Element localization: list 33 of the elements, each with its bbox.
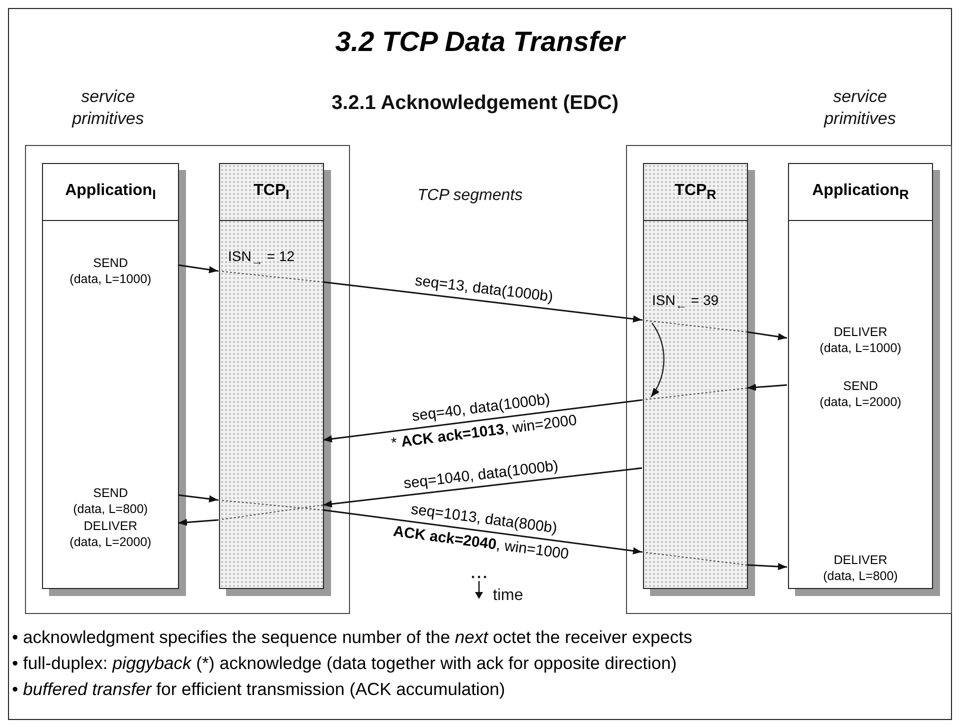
isn-text: ISN$_{←}$ = 39 bbox=[652, 292, 719, 312]
arrow bbox=[178, 494, 218, 502]
column-heading: Application$_{R}$ bbox=[811, 182, 910, 202]
primitive-text: SEND (data, L=1000) bbox=[68, 255, 152, 288]
column-caption: TCP segments bbox=[416, 186, 524, 206]
primitive-text: DELIVER (data, L=2000) bbox=[68, 518, 152, 550]
column-heading: Application$_{I}$ bbox=[64, 182, 157, 202]
isn-text: ISN$_{→}$ = 12 bbox=[228, 248, 295, 268]
arrow bbox=[178, 264, 218, 274]
column-caption: service primitives bbox=[70, 86, 145, 130]
arrow bbox=[746, 384, 788, 391]
column-caption: service primitives bbox=[822, 86, 897, 130]
bullet-note: • buffered transfer for efficient transmission (ACK accumulation) bbox=[12, 678, 506, 701]
frame-box bbox=[626, 145, 952, 614]
arrow bbox=[322, 399, 642, 442]
arrow bbox=[322, 509, 642, 554]
frame-box bbox=[25, 145, 350, 614]
primitive-text: DELIVER (data, L=1000) bbox=[818, 324, 902, 356]
bullet-note: • full-duplex: piggyback (*) acknowledge (data together with ack for opposite direction) bbox=[12, 652, 678, 675]
arrow bbox=[322, 281, 642, 322]
bullet-note: • acknowledgment specifies the sequence number of the next octet the receiver expects bbox=[12, 626, 692, 649]
primitive-text: SEND (data, L=800) bbox=[72, 485, 149, 518]
arrow bbox=[322, 467, 642, 508]
subtitle: 3.2.1 Acknowledgement (EDC) bbox=[330, 91, 620, 116]
primitive-text: DELIVER (data, L=800) bbox=[822, 552, 899, 584]
arrow bbox=[746, 562, 788, 570]
arrow bbox=[178, 518, 218, 526]
time-label: time bbox=[492, 586, 524, 606]
arrow bbox=[746, 331, 788, 340]
title: 3.2 TCP Data Transfer bbox=[334, 26, 627, 58]
column-heading: TCP$_{I}$ bbox=[252, 182, 290, 202]
column-heading: TCP$_{R}$ bbox=[674, 182, 718, 202]
primitive-text: SEND (data, L=2000) bbox=[818, 378, 902, 410]
